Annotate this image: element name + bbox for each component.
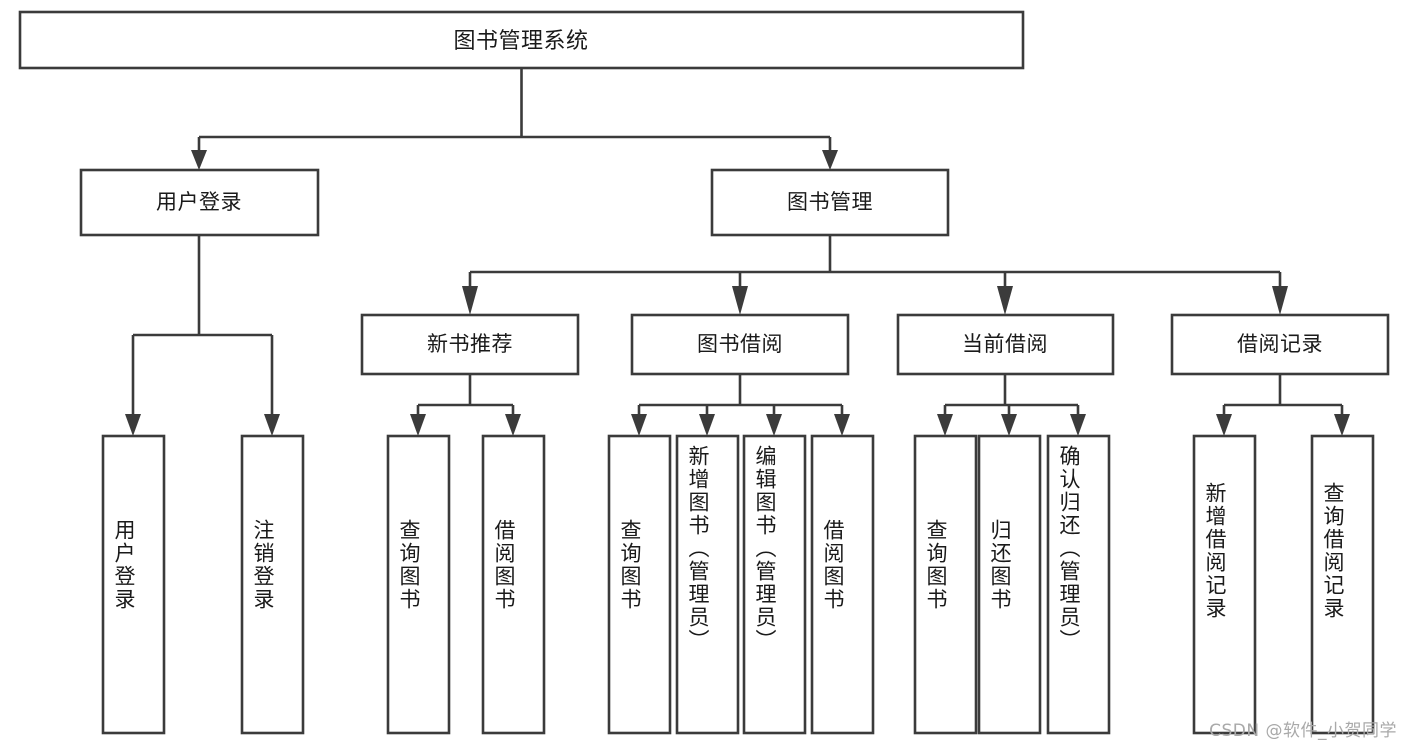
arrowhead-currentborrow-leaf-3 [1070,414,1086,436]
arrowhead-borrowrecord-leaf-1 [1216,414,1232,436]
leaf-box-new-book-recommend-1[interactable] [481,434,546,735]
arrowhead-leaf-logout [264,414,280,436]
arrowhead-borrow-record [1272,286,1288,315]
leaf-box-current-borrow-2[interactable] [1046,434,1111,735]
node-book-borrow-box[interactable] [630,313,850,376]
arrowhead-book-borrow [732,286,748,315]
node-borrow-record[interactable]: 借阅记录 [1170,313,1390,376]
arrowhead-bookborrow-leaf-4 [834,414,850,436]
watermark-text: CSDN @软件_小贺同学 [1209,721,1397,741]
leaf-box-user-login-0[interactable] [101,434,166,735]
leaf-box-book-borrow-2[interactable] [742,434,807,735]
node-root[interactable]: 图书管理系统 [18,10,1025,70]
node-borrow-record-box[interactable] [1170,313,1390,376]
node-book-borrow-label: 图书借阅 [697,332,783,356]
node-book-manage-box[interactable] [710,168,950,237]
node-root-label: 图书管理系统 [453,29,588,54]
leaf-box-borrow-record-0[interactable] [1192,434,1257,735]
node-new-book-recommend-box[interactable] [360,313,580,376]
leaf-box-new-book-recommend-0[interactable] [386,434,451,735]
arrowhead-bookborrow-leaf-3 [766,414,782,436]
leaf-box-book-borrow-0[interactable] [607,434,672,735]
leaf-box-user-login-1[interactable] [240,434,305,735]
leaf-box-book-borrow-1[interactable] [675,434,740,735]
leaf-box-borrow-record-1[interactable] [1310,434,1375,735]
node-current-borrow[interactable]: 当前借阅 [896,313,1115,376]
leaf-box-current-borrow-0[interactable] [913,434,978,735]
arrowhead-newbook-leaf-1 [410,414,426,436]
arrowhead-borrowrecord-leaf-2 [1334,414,1350,436]
node-new-book-recommend[interactable]: 新书推荐 [360,313,580,376]
leaf-box-book-borrow-3[interactable] [810,434,875,735]
node-user-login-label: 用户登录 [156,190,242,214]
node-new-book-recommend-label: 新书推荐 [427,332,513,356]
node-book-manage-label: 图书管理 [787,190,873,214]
node-current-borrow-box[interactable] [896,313,1115,376]
node-root-box[interactable] [18,10,1025,70]
arrowhead-currentborrow-leaf-1 [937,414,953,436]
arrowhead-bookborrow-leaf-2 [699,414,715,436]
node-book-borrow[interactable]: 图书借阅 [630,313,850,376]
node-user-login[interactable]: 用户登录 [79,168,320,237]
node-book-manage[interactable]: 图书管理 [710,168,950,237]
arrowhead-book-manage [822,150,838,170]
arrowhead-new-book-recommend [462,286,478,315]
node-borrow-record-label: 借阅记录 [1237,332,1323,356]
node-current-borrow-label: 当前借阅 [962,332,1048,356]
arrowhead-current-borrow [997,286,1013,315]
leaf-box-current-borrow-1[interactable] [977,434,1042,735]
arrowhead-leaf-user-login [125,414,141,436]
arrowhead-currentborrow-leaf-2 [1001,414,1017,436]
arrowhead-newbook-leaf-2 [505,414,521,436]
arrowhead-bookborrow-leaf-1 [631,414,647,436]
arrowhead-user-login [191,150,207,170]
node-user-login-box[interactable] [79,168,320,237]
